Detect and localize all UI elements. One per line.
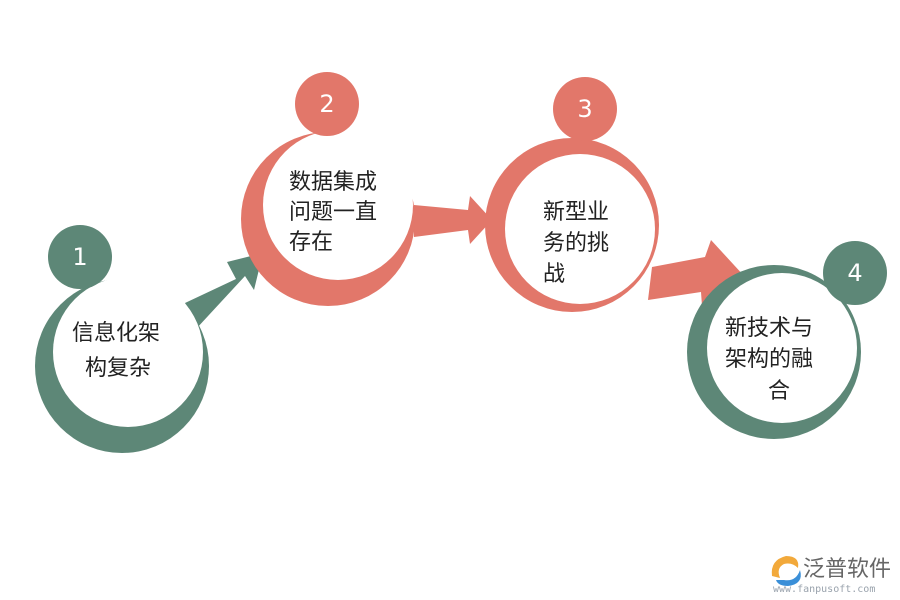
- step-2-label-line-2: 问题一直: [289, 200, 377, 225]
- brand-watermark: 泛普软件 www.fanpusoft.com: [771, 556, 891, 595]
- step-2: 2 数据集成 问题一直 存在: [241, 72, 415, 306]
- step-2-badge: [295, 72, 359, 136]
- brand-name: 泛普软件: [803, 557, 891, 582]
- step-4-label-line-3: 合: [768, 379, 790, 404]
- step-1-label-line-1: 信息化架: [72, 321, 160, 346]
- step-3-number: 3: [577, 95, 592, 123]
- step-1-badge: [48, 225, 112, 289]
- arrow-1-to-2: [185, 253, 263, 329]
- step-4-label-line-1: 新技术与: [725, 316, 813, 341]
- step-4-number: 4: [847, 259, 862, 287]
- step-2-number: 2: [319, 90, 334, 118]
- step-4-inner: [707, 273, 857, 423]
- step-1-number: 1: [72, 243, 87, 271]
- arrow-2-to-3: [414, 196, 492, 244]
- step-4: 4 新技术与 架构的融 合: [687, 241, 887, 439]
- step-2-inner: [263, 130, 413, 280]
- brand-logo-icon: [771, 556, 801, 586]
- step-1: 1 信息化架 构复杂: [35, 225, 209, 453]
- step-3-label-line-2: 务的挑: [543, 231, 609, 256]
- step-2-label-line-3: 存在: [289, 230, 333, 255]
- step-4-badge: [823, 241, 887, 305]
- step-3-badge: [553, 77, 617, 141]
- brand-url: www.fanpusoft.com: [773, 584, 875, 595]
- step-2-label-line-1: 数据集成: [289, 170, 377, 195]
- step-3-label-line-1: 新型业: [543, 200, 609, 225]
- step-1-inner: [53, 277, 203, 427]
- step-4-label-line-2: 架构的融: [725, 347, 813, 372]
- step-1-label-line-2: 构复杂: [85, 356, 151, 381]
- step-3: 3 新型业 务的挑 战: [485, 77, 659, 312]
- step-3-label-line-3: 战: [543, 262, 565, 287]
- step-3-inner: [505, 154, 655, 304]
